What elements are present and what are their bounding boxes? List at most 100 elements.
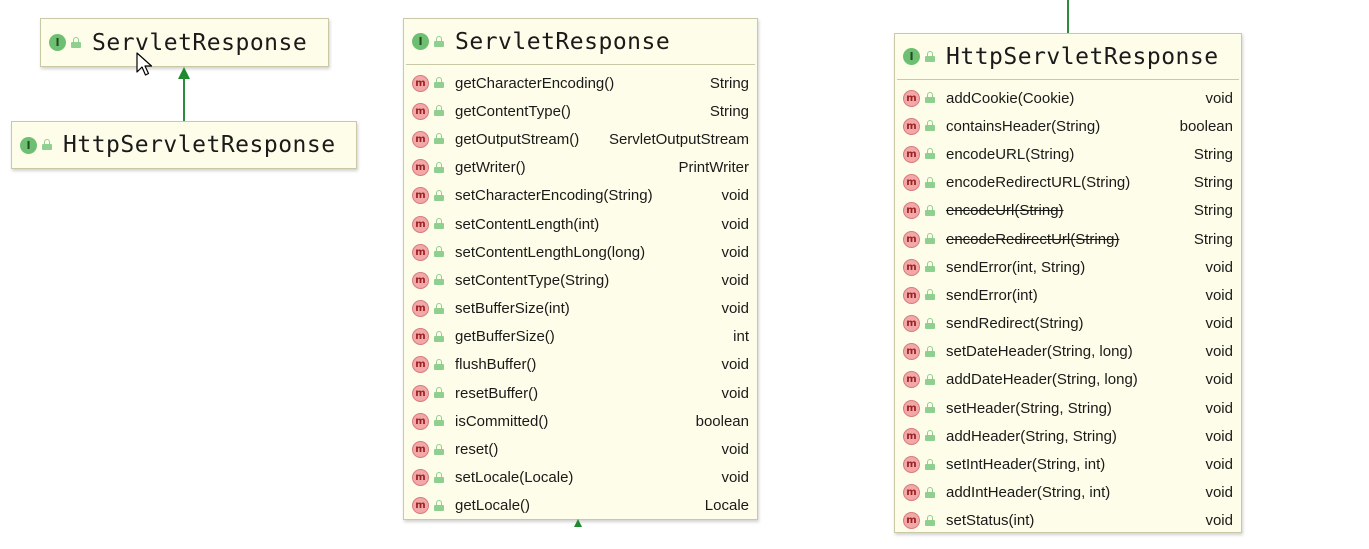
method-icon: m <box>903 174 920 192</box>
method-name: setCharacterEncoding(String) <box>455 187 653 205</box>
public-visibility-icon <box>924 233 936 245</box>
public-visibility-icon <box>924 486 936 499</box>
method-row[interactable]: m getContentType() String <box>404 97 757 125</box>
method-name: addDateHeader(String, long) <box>946 371 1138 389</box>
method-icon: m <box>903 145 920 163</box>
method-name: setIntHeader(String, int) <box>946 456 1106 474</box>
method-icon: m <box>903 399 920 417</box>
method-name: encodeURL(String) <box>946 145 1075 163</box>
method-name: sendError(int) <box>946 286 1038 304</box>
method-icon: m <box>903 202 920 220</box>
method-name: isCommitted() <box>455 412 549 430</box>
method-row[interactable]: m encodeURL(String) String <box>895 140 1241 168</box>
inheritance-arrowhead <box>574 519 582 527</box>
method-row[interactable]: m reset() void <box>404 435 757 463</box>
method-icon: m <box>412 215 429 233</box>
public-visibility-icon <box>433 189 445 202</box>
method-icon: m <box>412 130 429 148</box>
method-icon: m <box>412 187 429 205</box>
http-servlet-response-node-small[interactable]: I HttpServletResponse <box>11 121 357 169</box>
public-visibility-icon <box>70 36 82 49</box>
method-icon: m <box>903 343 920 361</box>
public-visibility-icon <box>433 330 445 343</box>
method-return-type: String <box>1193 174 1233 192</box>
method-name: sendError(int, String) <box>946 258 1086 276</box>
method-name: getContentType() <box>455 102 571 120</box>
public-visibility-icon <box>924 176 936 189</box>
method-return-type: void <box>1205 456 1233 474</box>
method-icon: m <box>412 102 429 120</box>
method-return-type: void <box>721 441 749 459</box>
public-visibility-icon <box>924 345 936 358</box>
inheritance-arrowhead <box>178 67 190 79</box>
method-return-type: String <box>709 102 749 120</box>
method-return-type: String <box>1193 145 1233 163</box>
method-name: setContentType(String) <box>455 271 610 289</box>
method-name: getCharacterEncoding() <box>455 74 615 92</box>
method-return-type: PrintWriter <box>678 159 749 177</box>
public-visibility-icon <box>433 443 445 456</box>
public-visibility-icon <box>433 471 445 484</box>
servlet-response-node-small[interactable]: I ServletResponse <box>40 18 329 67</box>
method-name: getBufferSize() <box>455 328 555 346</box>
node-title: ServletResponse <box>92 29 308 56</box>
method-return-type: void <box>1205 427 1233 445</box>
public-visibility-icon <box>924 92 936 104</box>
method-icon: m <box>412 441 429 459</box>
method-return-type: void <box>1205 399 1233 417</box>
method-return-type: void <box>1205 89 1233 107</box>
method-return-type: boolean <box>695 412 749 430</box>
method-name: sendRedirect(String) <box>946 315 1084 333</box>
method-icon: m <box>412 271 429 289</box>
interface-icon: I <box>49 34 66 51</box>
public-visibility-icon <box>433 499 445 512</box>
public-visibility-icon <box>924 204 936 217</box>
method-return-type: void <box>721 300 749 318</box>
method-return-type: void <box>1205 371 1233 389</box>
method-name: addCookie(Cookie) <box>946 89 1075 107</box>
method-icon: m <box>412 412 429 430</box>
public-visibility-icon <box>924 289 936 301</box>
method-return-type: void <box>721 356 749 374</box>
method-name: reset() <box>455 441 499 459</box>
method-return-type: void <box>1205 512 1233 530</box>
method-return-type: String <box>1193 202 1233 220</box>
public-visibility-icon <box>924 50 936 63</box>
method-icon: m <box>412 159 429 177</box>
method-icon: m <box>903 286 920 304</box>
public-visibility-icon <box>924 458 936 471</box>
method-name: flushBuffer() <box>455 356 537 374</box>
method-row[interactable]: m isCommitted() boolean <box>404 407 757 435</box>
public-visibility-icon <box>924 373 936 386</box>
